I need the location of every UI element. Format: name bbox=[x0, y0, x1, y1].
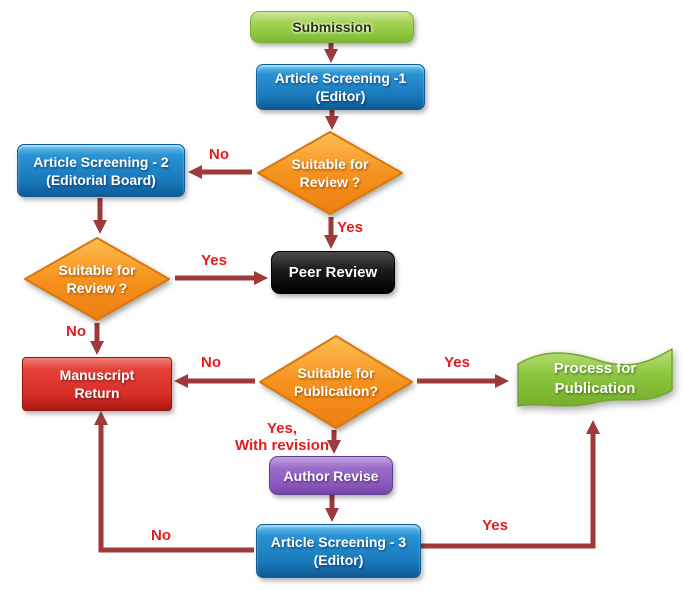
arrow-screening3-no-return bbox=[94, 411, 254, 553]
edge-label-no-review2: No bbox=[66, 323, 86, 340]
edge-label-line: With revision bbox=[234, 437, 330, 454]
node-suitable-for-publication: Suitable for Publication? bbox=[258, 334, 414, 430]
node-label: Author Revise bbox=[283, 467, 379, 484]
edge-label-yes-review2: Yes bbox=[201, 252, 227, 269]
edge-label-no-review1: No bbox=[209, 146, 229, 163]
node-sublabel: (Editor) bbox=[313, 552, 364, 568]
wave-flag-shape bbox=[517, 348, 673, 407]
node-label: Suitable for bbox=[291, 156, 369, 172]
node-sublabel: Return bbox=[74, 385, 120, 401]
node-suitable-for-review-2: Suitable for Review ? bbox=[23, 236, 171, 322]
node-label: Peer Review bbox=[288, 263, 378, 281]
node-submission: Submission bbox=[250, 11, 414, 43]
edge-label-no-screening3: No bbox=[151, 527, 171, 544]
node-label: Article Screening - 2 bbox=[33, 153, 169, 170]
node-article-screening-1: Article Screening -1 (Editor) bbox=[256, 64, 425, 110]
edge-label-yes-with-revision: Yes, With revision bbox=[235, 420, 329, 454]
node-label: Submission bbox=[292, 19, 372, 35]
node-label: Suitable for bbox=[297, 365, 375, 381]
edge-label-yes-publication: Yes bbox=[444, 354, 470, 371]
edge-label-yes-review1: Yes bbox=[337, 219, 363, 236]
node-author-revise: Author Revise bbox=[269, 456, 393, 495]
node-label: Article Screening - 3 bbox=[270, 534, 407, 550]
edge-label-line: Yes, bbox=[266, 420, 298, 437]
node-article-screening-3: Article Screening - 3 (Editor) bbox=[256, 524, 421, 578]
node-sublabel: Publication? bbox=[294, 383, 378, 399]
node-label: Process for bbox=[553, 360, 637, 377]
node-label: Suitable for bbox=[58, 262, 136, 278]
node-sublabel: Review ? bbox=[66, 280, 128, 296]
node-sublabel: (Editor) bbox=[315, 88, 366, 104]
diamond-shape bbox=[24, 237, 170, 321]
node-process-for-publication: Process for Publication bbox=[512, 344, 678, 414]
node-sublabel: (Editorial Board) bbox=[46, 171, 156, 188]
node-label: Article Screening -1 bbox=[274, 70, 407, 86]
node-sublabel: Review ? bbox=[299, 174, 361, 190]
node-sublabel: Publication bbox=[554, 380, 636, 397]
node-label: Manuscript bbox=[59, 367, 135, 383]
node-suitable-for-review-1: Suitable for Review ? bbox=[256, 130, 404, 216]
edge-label-yes-screening3: Yes bbox=[482, 517, 508, 534]
edge-label-no-publication: No bbox=[201, 354, 221, 371]
diamond-shape bbox=[259, 335, 413, 429]
node-peer-review: Peer Review bbox=[271, 251, 395, 294]
diamond-shape bbox=[257, 131, 403, 215]
node-article-screening-2: Article Screening - 2 (Editorial Board) bbox=[17, 144, 185, 197]
node-manuscript-return: Manuscript Return bbox=[22, 357, 172, 411]
